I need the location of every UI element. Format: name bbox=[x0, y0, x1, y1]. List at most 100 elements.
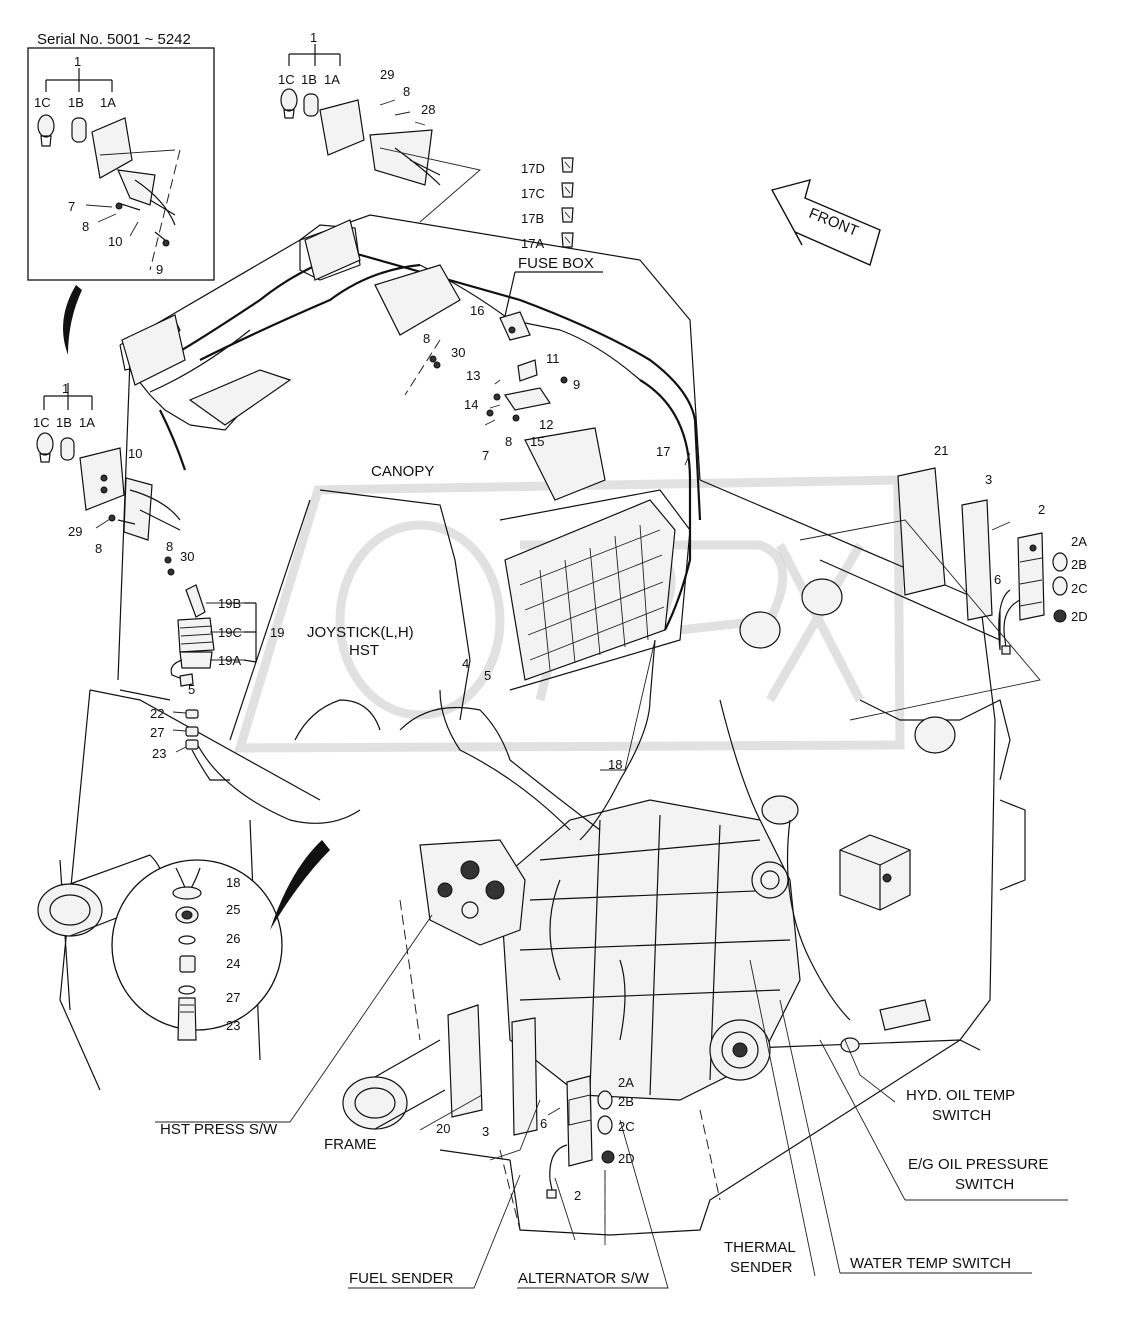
callout-19: 19 bbox=[270, 625, 284, 640]
callout-1-inset: 1 bbox=[74, 54, 81, 69]
callout-26: 26 bbox=[226, 931, 240, 946]
callout-19c: 19C bbox=[218, 625, 242, 640]
callout-8-inset: 8 bbox=[82, 219, 89, 234]
callout-28-top: 28 bbox=[421, 102, 435, 117]
callout-9-inset: 9 bbox=[156, 262, 163, 277]
water-temp-switch-label: WATER TEMP SWITCH bbox=[850, 1255, 1011, 1272]
callout-18-mid: 18 bbox=[608, 757, 622, 772]
callout-2-low: 2 bbox=[574, 1188, 581, 1203]
callout-29-left: 29 bbox=[68, 524, 82, 539]
thermal-sender-label-2: SENDER bbox=[730, 1259, 793, 1276]
callout-24: 24 bbox=[226, 956, 240, 971]
callout-14: 14 bbox=[464, 397, 478, 412]
detail-pointer-arrow bbox=[270, 840, 330, 930]
callout-2a-right: 2A bbox=[1071, 534, 1087, 549]
fuel-sender-label: FUEL SENDER bbox=[349, 1270, 454, 1287]
fuse-17c bbox=[561, 182, 574, 198]
lower-sender-group bbox=[447, 1004, 615, 1199]
leader-lines bbox=[155, 452, 1068, 1289]
callout-6-right: 6 bbox=[994, 572, 1001, 587]
fuse-17b-label: 17B bbox=[521, 211, 544, 226]
callout-29-top: 29 bbox=[380, 67, 394, 82]
callout-8-mid: 8 bbox=[423, 331, 430, 346]
callout-1a-top: 1A bbox=[324, 72, 340, 87]
callout-2d-right: 2D bbox=[1071, 609, 1088, 624]
callout-5-mid: 5 bbox=[484, 668, 491, 683]
fuse-box-title: FUSE BOX bbox=[518, 255, 594, 272]
hst-label: HST bbox=[349, 642, 379, 659]
callout-17: 17 bbox=[656, 444, 670, 459]
callout-1-top: 1 bbox=[310, 30, 317, 45]
fuse-17d bbox=[561, 157, 574, 173]
fuse-17b bbox=[561, 207, 574, 223]
callout-15: 15 bbox=[530, 434, 544, 449]
callout-1b-left: 1B bbox=[56, 415, 72, 430]
callout-8-left: 8 bbox=[95, 541, 102, 556]
callout-20: 20 bbox=[436, 1121, 450, 1136]
callout-10-inset: 10 bbox=[108, 234, 122, 249]
alternator-sw-label: ALTERNATOR S/W bbox=[518, 1270, 650, 1287]
callout-13: 13 bbox=[466, 368, 480, 383]
callout-2-right: 2 bbox=[1038, 502, 1045, 517]
joystick-group bbox=[170, 584, 257, 781]
roof-lamps bbox=[121, 219, 461, 426]
callout-23-left: 23 bbox=[152, 746, 166, 761]
callout-3-right: 3 bbox=[985, 472, 992, 487]
callout-2c-right: 2C bbox=[1071, 581, 1088, 596]
serial-note: Serial No. 5001 ~ 5242 bbox=[37, 31, 191, 48]
wiring-harness bbox=[159, 263, 1011, 1041]
fuse-17a-label: 17A bbox=[521, 236, 544, 251]
callout-2b-right: 2B bbox=[1071, 557, 1087, 572]
canopy-label: CANOPY bbox=[371, 463, 434, 480]
callout-25: 25 bbox=[226, 902, 240, 917]
callout-23-circle: 23 bbox=[226, 1018, 240, 1033]
callout-27-circle: 27 bbox=[226, 990, 240, 1005]
callout-2c-low: 2C bbox=[618, 1119, 635, 1134]
callout-1b-top: 1B bbox=[301, 72, 317, 87]
callout-9-mid: 9 bbox=[573, 377, 580, 392]
callout-11: 11 bbox=[546, 351, 560, 366]
callout-30-left: 30 bbox=[180, 549, 194, 564]
fuse-17d-label: 17D bbox=[521, 161, 545, 176]
callout-3-low: 3 bbox=[482, 1124, 489, 1139]
callout-2a-low: 2A bbox=[618, 1075, 634, 1090]
callout-30-mid: 30 bbox=[451, 345, 465, 360]
left-lamp-group bbox=[36, 383, 181, 576]
callout-21: 21 bbox=[934, 443, 948, 458]
callout-1-left: 1 bbox=[62, 381, 69, 396]
fuse-box-group bbox=[404, 157, 606, 501]
callout-6-low: 6 bbox=[540, 1116, 547, 1131]
callout-1c-inset: 1C bbox=[34, 95, 51, 110]
callout-10-left: 10 bbox=[128, 446, 142, 461]
hst-press-detail bbox=[111, 840, 330, 1041]
callout-4: 4 bbox=[462, 656, 469, 671]
fuse-17a bbox=[561, 232, 574, 248]
callout-27-left: 27 bbox=[150, 725, 164, 740]
callout-8-left-2: 8 bbox=[166, 539, 173, 554]
callout-8-b: 8 bbox=[505, 434, 512, 449]
right-sender-group bbox=[897, 467, 1068, 655]
eg-oil-pressure-label-1: E/G OIL PRESSURE bbox=[908, 1156, 1048, 1173]
callout-8-top: 8 bbox=[403, 84, 410, 99]
callout-1c-left: 1C bbox=[33, 415, 50, 430]
callout-7-b: 7 bbox=[482, 448, 489, 463]
hyd-oil-temp-label-2: SWITCH bbox=[932, 1107, 991, 1124]
callout-1c-top: 1C bbox=[278, 72, 295, 87]
callout-16: 16 bbox=[470, 303, 484, 318]
callout-19a: 19A bbox=[218, 653, 241, 668]
callout-22: 22 bbox=[150, 706, 164, 721]
callout-1a-left: 1A bbox=[79, 415, 95, 430]
callout-5-left: 5 bbox=[188, 682, 195, 697]
serial-inset bbox=[27, 47, 215, 281]
fuse-17c-label: 17C bbox=[521, 186, 545, 201]
callout-2b-low: 2B bbox=[618, 1094, 634, 1109]
front-arrow bbox=[770, 179, 881, 266]
callout-1b-inset: 1B bbox=[68, 95, 84, 110]
callout-12: 12 bbox=[539, 417, 553, 432]
inset-pointer-arrow bbox=[63, 285, 82, 355]
eg-oil-pressure-label-2: SWITCH bbox=[955, 1176, 1014, 1193]
callout-19b: 19B bbox=[218, 596, 241, 611]
callout-2d-low: 2D bbox=[618, 1151, 635, 1166]
